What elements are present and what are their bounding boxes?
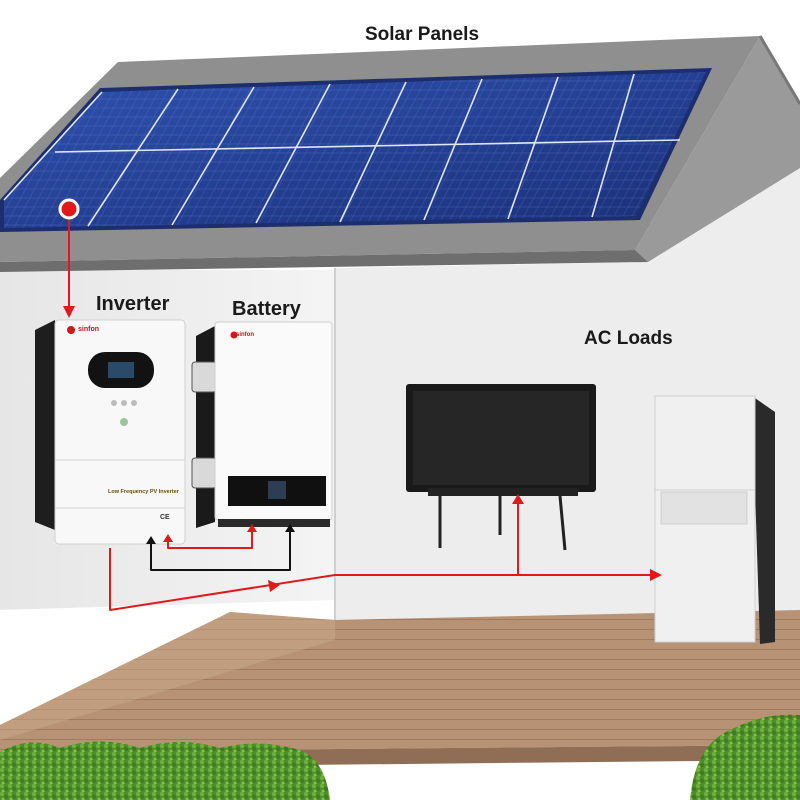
inverter-button-1	[111, 400, 117, 406]
inverter-side	[35, 320, 55, 530]
inverter-unit	[35, 320, 188, 544]
certification-mark: CE	[160, 514, 170, 521]
battery-handle-top	[192, 362, 216, 392]
inverter-screen	[108, 362, 134, 378]
battery-screen	[268, 481, 286, 499]
solar-panels-label: Solar Panels	[22, 24, 800, 46]
battery-brand-text: sinfon	[236, 332, 254, 338]
grass-left	[0, 742, 330, 800]
battery-label: Battery	[232, 298, 301, 321]
ac-loads-label: AC Loads	[584, 328, 673, 350]
battery-handle-bottom	[192, 458, 216, 488]
inverter-brand-text: sinfon	[78, 326, 99, 333]
inverter-button-2	[121, 400, 127, 406]
battery-terminals	[218, 519, 330, 527]
tv-bracket	[428, 488, 578, 496]
fridge-dispenser	[661, 492, 747, 524]
inverter-label: Inverter	[96, 293, 169, 316]
inverter-button-3	[131, 400, 137, 406]
inverter-model-text: Low Frequency PV Inverter	[108, 489, 179, 495]
solar-panel-array	[0, 68, 712, 232]
tv-screen	[413, 391, 589, 485]
inverter-logo-icon	[67, 326, 75, 334]
pv-connection-point	[60, 200, 78, 218]
inverter-indicator-icon	[120, 418, 128, 426]
battery-side	[196, 326, 215, 528]
battery-unit	[192, 322, 332, 528]
panel-cells	[4, 72, 706, 228]
